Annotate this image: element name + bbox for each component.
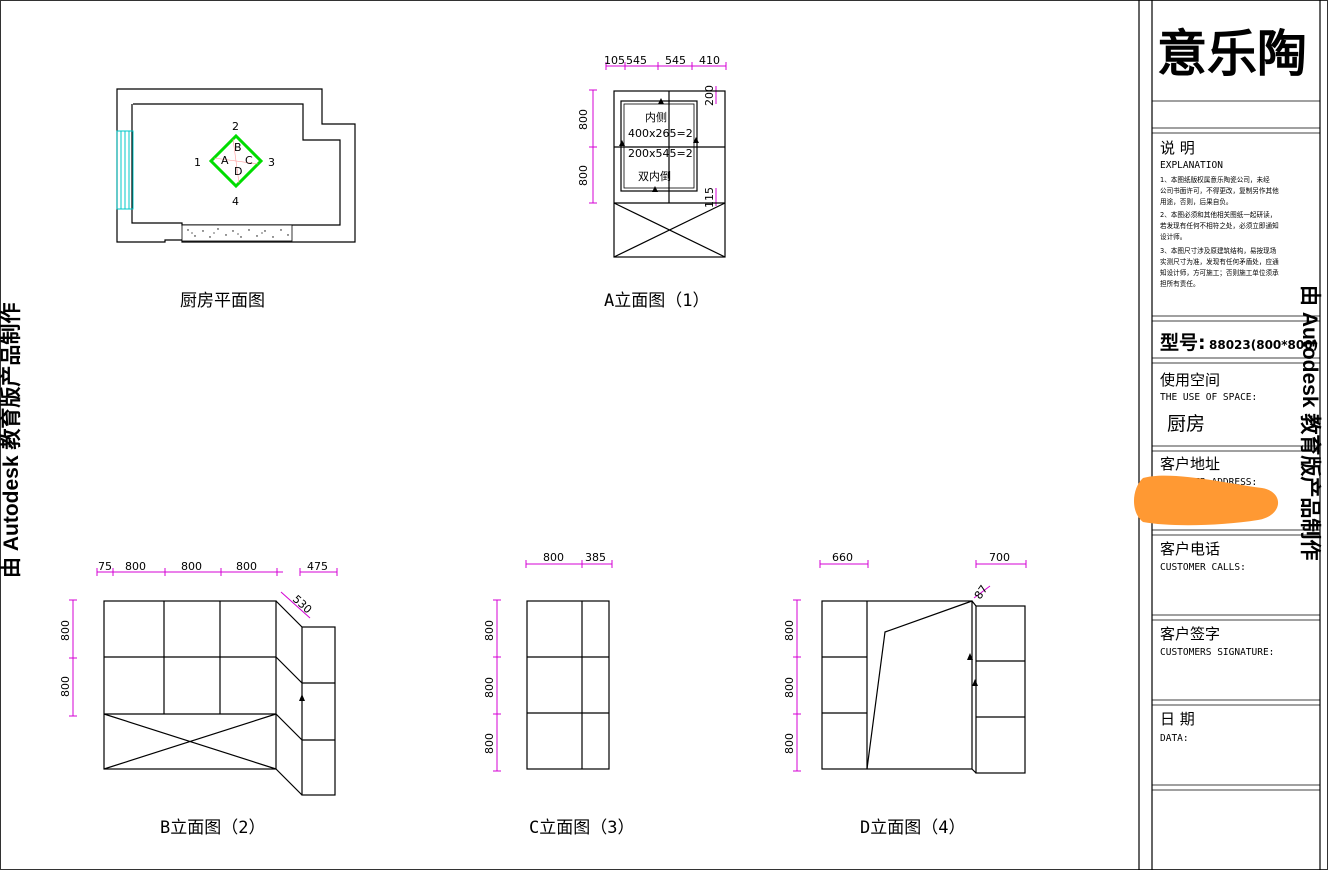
title-block: 意乐陶 说 明 EXPLANATION 1、本图纸版权属意乐陶瓷公司，未经 公司…: [1133, 0, 1321, 870]
a-note-2: 400x265=2: [628, 127, 693, 140]
dim-b-800-1: 800: [125, 560, 146, 573]
dim-d-left-3: 800: [783, 733, 796, 754]
signature-label: 客户签字: [1160, 625, 1220, 643]
space-label: 使用空间: [1160, 371, 1220, 389]
note-line-1: 1、本图纸版权属意乐陶瓷公司，未经: [1160, 175, 1270, 184]
space-en: THE USE OF SPACE:: [1160, 392, 1257, 403]
dim-a-105: 105: [604, 54, 625, 67]
explanation-heading: 说 明: [1160, 139, 1195, 157]
dim-d-660: 660: [832, 551, 853, 564]
plan-countertop-hatch: [181, 224, 293, 242]
plan-view-marker: [208, 133, 264, 189]
plan-label-4: 4: [232, 195, 239, 208]
elevation-d: 660 700 87 800 800 800: [783, 551, 1027, 774]
dim-a-410: 410: [699, 54, 720, 67]
elevation-a-caption: A立面图（1）: [604, 291, 709, 311]
dim-b-left-2: 800: [59, 676, 72, 697]
dim-b-530: 530: [290, 593, 314, 617]
dim-b-800-2: 800: [181, 560, 202, 573]
note-line-2: 公司书面许可，不得更改，复制另作其他: [1160, 186, 1279, 195]
elevation-c: 800 385 800 800 800: [483, 551, 613, 772]
note-line-7: 3、本图尺寸涉及原建筑结构，易按现场: [1160, 246, 1277, 255]
plan-letter-d: D: [234, 165, 242, 178]
dim-a-200: 200: [703, 85, 716, 106]
explanation-en: EXPLANATION: [1160, 160, 1223, 171]
note-line-9: 知设计师，方可施工；否则施工单位须承: [1160, 268, 1279, 277]
note-line-8: 实测尺寸为准，发现有任何矛盾处，应通: [1160, 257, 1279, 266]
dim-a-545-2: 545: [665, 54, 686, 67]
dim-c-800: 800: [543, 551, 564, 564]
elevation-c-caption: C立面图（3）: [529, 818, 634, 838]
dim-d-left-2: 800: [783, 677, 796, 698]
address-redaction: [1133, 475, 1279, 526]
address-label: 客户地址: [1160, 455, 1220, 473]
dim-b-left-1: 800: [59, 620, 72, 641]
calls-label: 客户电话: [1160, 540, 1220, 558]
dim-a-left-2: 800: [577, 165, 590, 186]
kitchen-plan: A B C D 1 2 3 4: [116, 88, 356, 243]
plan-letter-c: C: [245, 154, 253, 167]
date-label: 日 期: [1160, 710, 1195, 728]
note-line-3: 用途，否则，后果自负。: [1160, 197, 1233, 206]
a-note-4: 双内倒: [638, 169, 671, 183]
dim-c-left-3: 800: [483, 733, 496, 754]
elevation-b-caption: B立面图（2）: [160, 818, 265, 838]
dim-a-115: 115: [703, 187, 716, 208]
date-en: DATA:: [1160, 733, 1189, 744]
calls-en: CUSTOMER CALLS:: [1160, 562, 1246, 573]
plan-letter-a: A: [221, 154, 229, 167]
note-line-5: 若发现有任何不相符之处，必须立即通知: [1160, 221, 1279, 230]
model-value: 88023(800*800): [1209, 338, 1318, 352]
watermark-right: 由 Autodesk 教育版产品制作: [1298, 285, 1322, 560]
brand-name: 意乐陶: [1157, 24, 1307, 83]
elevation-d-caption: D立面图（4）: [860, 818, 965, 838]
dim-d-87: 87: [972, 583, 991, 602]
elevation-b: 75 800 800 800 475 530 800 800: [59, 560, 338, 796]
dim-d-700: 700: [989, 551, 1010, 564]
plan-caption: 厨房平面图: [180, 291, 265, 311]
a-note-1: 内侧: [645, 110, 667, 124]
plan-letter-b: B: [234, 141, 242, 154]
plan-label-1: 1: [194, 156, 201, 169]
dim-d-left-1: 800: [783, 620, 796, 641]
model-label: 型号:: [1160, 331, 1206, 354]
watermark-left: 由 Autodesk 教育版产品制作: [0, 303, 23, 578]
note-line-10: 担所有责任。: [1160, 279, 1200, 288]
dim-a-left-1: 800: [577, 109, 590, 130]
plan-label-3: 3: [268, 156, 275, 169]
dim-c-left-2: 800: [483, 677, 496, 698]
a-note-3: 200x545=2: [628, 147, 693, 160]
note-line-4: 2、本图必须和其他相关图纸一起研读，: [1160, 210, 1276, 219]
elevation-a: 105 545 545 410 800 800 200 115 内侧 400x2…: [577, 54, 727, 258]
signature-en: CUSTOMERS SIGNATURE:: [1160, 647, 1274, 658]
dim-b-800-3: 800: [236, 560, 257, 573]
space-value: 厨房: [1167, 413, 1205, 435]
note-line-6: 设计师。: [1160, 232, 1186, 241]
hatch-dots: [187, 228, 289, 238]
dim-c-left-1: 800: [483, 620, 496, 641]
dim-a-545-1: 545: [626, 54, 647, 67]
dim-c-385: 385: [585, 551, 606, 564]
dim-b-75: 75: [98, 560, 112, 573]
dim-b-475: 475: [307, 560, 328, 573]
plan-label-2: 2: [232, 120, 239, 133]
